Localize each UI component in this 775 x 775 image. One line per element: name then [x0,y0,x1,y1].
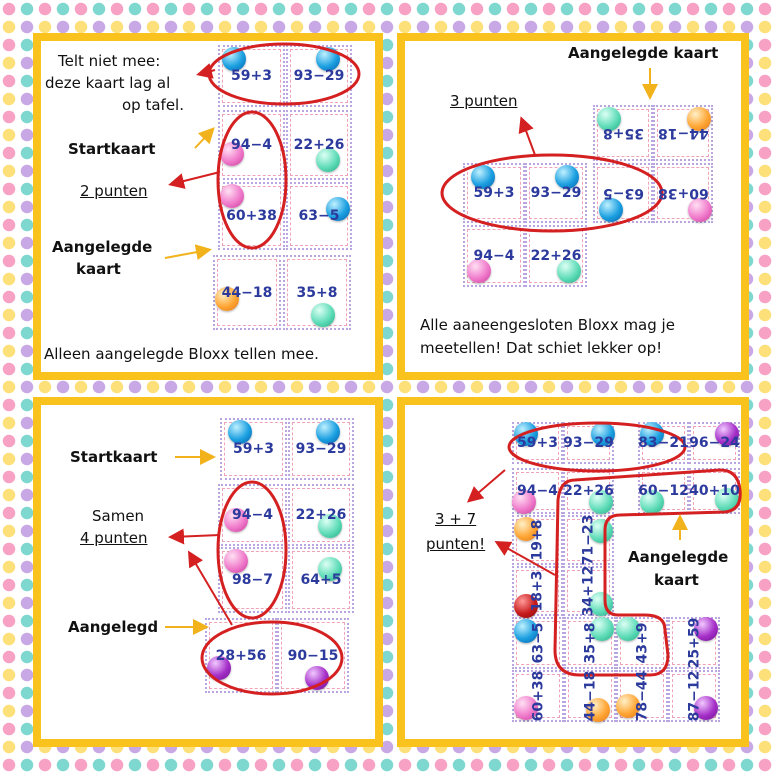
points-label: 2 punten [80,182,148,200]
orange-bead-icon [514,517,538,541]
card-sum: 94−4 [231,137,272,153]
teal-bead-icon [311,303,335,327]
card-sum: 90−15 [287,647,339,664]
teal-bead-icon [318,514,342,538]
card-half: 93−29 [288,418,354,480]
card-sum: 35+8 [582,622,598,664]
card-sum: 83−21 [638,435,689,451]
start-card-label: Startkaart [70,448,158,466]
card-sum: 60−12 [638,483,689,499]
card-half: 59+3 [220,418,287,480]
purple-bead-icon [694,696,718,720]
note-line-2: deze kaart lag al [45,74,171,92]
purple-bead-icon [305,666,329,690]
card-sum: 63−5 [530,622,546,664]
card-sum: 71−23 [580,514,597,566]
blue-bead-icon [599,198,623,222]
card-sum: 22+26 [563,483,614,499]
card-sum: 64+5 [300,572,342,588]
pink-bead-icon [512,490,536,514]
points-label: 4 punten [80,529,148,547]
card-sum: 22+26 [295,507,347,523]
note-line-3: op tafel. [122,96,184,114]
footer-text-2: meetellen! Dat schiet lekker op! [420,339,663,357]
card-sum: 44−18 [582,670,599,722]
red-bead-icon [514,594,538,618]
points-label-2: punten! [426,535,486,553]
points-label: 3 punten [450,92,518,110]
orange-bead-icon [616,694,640,718]
placed-card-label-2: kaart [76,260,121,278]
card-sum: 44−18 [657,125,709,141]
card-sum: 59+3 [233,441,274,457]
card-sum: 96−24 [689,435,740,451]
card-sum: 63−5 [602,185,644,201]
start-card-label: Startkaart [68,140,156,158]
pink-bead-icon [467,259,491,283]
card-sum: 60+38 [226,208,277,224]
blue-bead-icon [228,420,252,444]
teal-bead-icon [557,259,581,283]
card-sum: 60+38 [657,185,709,201]
footer-text: Alleen aangelegde Bloxx tellen mee. [44,345,319,363]
blue-bead-icon [316,420,340,444]
card-sum: 19+8 [529,519,546,561]
card-sum: 43+9 [634,622,650,664]
card-sum: 87−12 [686,670,703,722]
footer-text-1: Alle aaneengesloten Bloxx mag je [420,316,675,334]
card-sum: 93−29 [295,441,347,457]
card-sum: 63−5 [298,208,340,224]
card-sum: 59+3 [231,68,272,84]
placed-card-label: Aangelegde kaart [568,44,719,62]
pink-bead-icon [688,198,712,222]
card-sum: 35+8 [602,125,644,141]
card-sum: 59+3 [517,435,558,451]
note-line-1: Telt niet mee: [58,52,161,70]
placed-card-label-2: kaart [654,571,699,589]
card-sum: 60+38 [530,670,547,722]
card-sum: 35+8 [296,284,338,301]
card-half: 22+26 [286,110,352,180]
card-sum: 93−29 [563,435,614,451]
orange-bead-icon [215,287,239,311]
placed-label: Aangelegd [68,618,159,636]
card-sum: 28+56 [215,647,267,664]
orange-bead-icon [687,107,711,131]
card-sum: 93−29 [293,68,345,84]
card-half: 44−18 [213,255,281,330]
card-sum: 25+59 [686,617,703,669]
orange-bead-icon [586,698,610,722]
teal-bead-icon [318,557,342,581]
card-half: 22+26 [288,484,354,546]
pink-bead-icon [224,549,248,573]
blue-bead-icon [326,197,350,221]
placed-card-label-1: Aangelegde [52,238,153,256]
card-sum: 94−4 [517,483,558,499]
card-sum: 59+3 [473,185,515,201]
card-sum: 40+10 [689,483,740,499]
card-sum: 22+26 [293,137,345,153]
card-half: 28+56 [205,618,277,693]
together-label: Samen [92,507,145,525]
card-half: 64+5 [288,547,354,613]
purple-bead-icon [715,422,739,446]
teal-bead-icon [316,148,340,172]
placed-card-label-1: Aangelegde [628,548,729,566]
blue-bead-icon [514,619,538,643]
card-sum: 22+26 [530,248,582,264]
card-sum: 93−29 [530,185,582,201]
card-sum: 94−4 [473,248,515,264]
card-sum: 78−44 [634,670,651,722]
teal-bead-icon [597,107,621,131]
card-sum: 44−18 [221,284,273,301]
pink-bead-icon [220,184,244,208]
card-sum: 18+3 [529,570,546,612]
card-sum: 98−7 [232,572,273,588]
card-sum: 94−4 [232,507,273,523]
pink-bead-icon [514,696,538,720]
card-sum: 34+12 [580,565,597,617]
points-label-1: 3 + 7 [435,510,477,528]
